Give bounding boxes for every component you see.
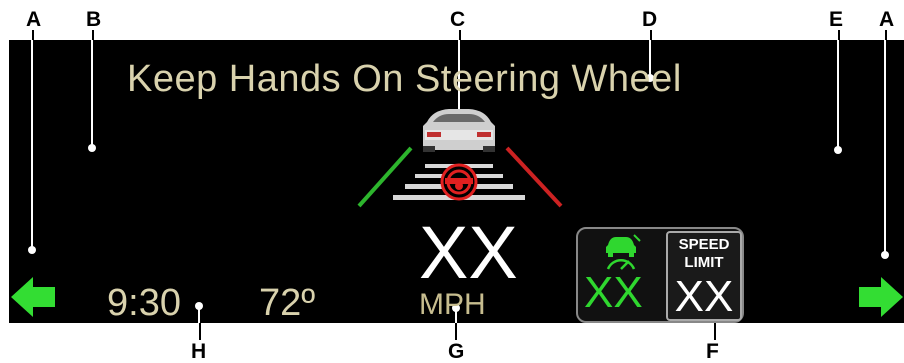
clock: 9:30 bbox=[107, 282, 181, 323]
leader-d-top bbox=[650, 30, 652, 42]
outside-temperature: 72º bbox=[259, 282, 316, 323]
leader-d bbox=[649, 40, 651, 78]
leader-dot-a-right bbox=[881, 251, 889, 259]
callout-a-left: A bbox=[26, 8, 42, 31]
leader-dot-h bbox=[195, 302, 203, 310]
leader-dot-g bbox=[452, 304, 460, 312]
leader-a-right-top bbox=[885, 30, 887, 42]
right-lane-line bbox=[505, 146, 563, 208]
callout-f: F bbox=[706, 340, 719, 363]
cruise-status-panel: XX SPEED LIMIT XX bbox=[576, 227, 744, 323]
speed-limit-sign: SPEED LIMIT XX bbox=[666, 231, 742, 321]
leader-b bbox=[91, 40, 93, 148]
leader-a-right bbox=[884, 40, 886, 255]
leader-c-top bbox=[459, 30, 461, 42]
steering-wheel-icon bbox=[440, 163, 478, 201]
adaptive-cruise-icon bbox=[606, 234, 641, 270]
callout-c: C bbox=[450, 8, 466, 31]
leader-dot-d bbox=[646, 74, 654, 82]
callout-e: E bbox=[829, 8, 844, 31]
leader-e bbox=[837, 40, 839, 150]
leader-c bbox=[458, 40, 460, 142]
driver-message: Keep Hands On Steering Wheel bbox=[127, 58, 682, 100]
lead-vehicle-icon bbox=[423, 109, 495, 152]
leader-b-top bbox=[92, 30, 94, 42]
speed-unit: MPH bbox=[419, 288, 486, 321]
leader-e-top bbox=[838, 30, 840, 42]
callout-h: H bbox=[191, 340, 207, 363]
leader-dot-b bbox=[88, 144, 96, 152]
adaptive-cruise-cell: XX bbox=[578, 229, 664, 321]
speed-limit-label-line2: LIMIT bbox=[684, 254, 724, 271]
leader-a-left bbox=[31, 40, 33, 250]
callout-g: G bbox=[448, 340, 465, 363]
leader-f-bottom bbox=[714, 322, 716, 340]
leader-dot-a-left bbox=[28, 246, 36, 254]
left-turn-arrow-icon bbox=[11, 277, 55, 317]
vehicle-speed-value: XX bbox=[419, 211, 518, 294]
callout-b: B bbox=[86, 8, 102, 31]
acc-set-speed-value: XX bbox=[584, 268, 643, 317]
leader-dot-e bbox=[834, 146, 842, 154]
right-turn-arrow-icon bbox=[859, 277, 903, 317]
left-lane-line bbox=[357, 146, 413, 208]
leader-a-left-top bbox=[32, 30, 34, 42]
leader-g-bottom bbox=[455, 322, 457, 340]
leader-h bbox=[198, 306, 200, 323]
speed-limit-label-line1: SPEED bbox=[678, 236, 730, 253]
callout-d: D bbox=[642, 8, 658, 31]
callout-a-right: A bbox=[879, 8, 895, 31]
cluster-display: Keep Hands On Steering Wheel bbox=[9, 40, 904, 323]
lane-assist-graphic bbox=[357, 109, 563, 208]
speed-limit-value: XX bbox=[674, 272, 734, 321]
leader-g bbox=[455, 308, 457, 323]
leader-h-bottom bbox=[199, 322, 201, 340]
